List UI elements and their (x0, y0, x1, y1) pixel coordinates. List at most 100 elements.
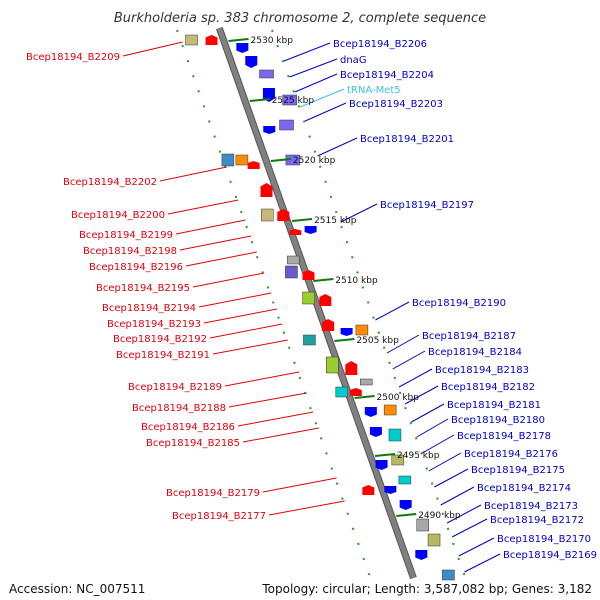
label-leader-line (185, 251, 257, 267)
scale-tick-mark (354, 395, 375, 399)
scale-tick-label: 2515 kbp (314, 216, 357, 226)
forward-gene-label: Bcep18194_B2192 (113, 334, 207, 345)
accession-text: Accession: NC_007511 (9, 582, 146, 596)
dotted-guide-line (271, 29, 466, 576)
forward-gene-arrow (345, 361, 358, 375)
forward-gene-label: Bcep18194_B2200 (71, 210, 165, 221)
reverse-gene-label: Bcep18194_B2201 (360, 134, 454, 145)
label-leader-line (404, 385, 439, 405)
scale-tick-mark (334, 338, 355, 342)
reverse-gene-label: Bcep18194_B2203 (349, 99, 443, 110)
forward-gene-label: Bcep18194_B2196 (89, 262, 183, 273)
reverse-gene-label: Bcep18194_B2204 (340, 70, 434, 81)
gene-block (442, 569, 455, 581)
label-leader-line (198, 292, 272, 308)
reverse-gene-arrow (364, 407, 377, 417)
label-leader-line (416, 418, 449, 438)
forward-gene-arrow (349, 388, 362, 396)
reverse-gene-label: Bcep18194_B2182 (441, 382, 535, 393)
label-leader-line (167, 199, 239, 215)
label-leader-line (428, 452, 462, 472)
label-leader-line (237, 411, 314, 427)
label-leader-line (446, 504, 482, 524)
reverse-gene-label: Bcep18194_B2183 (435, 365, 529, 376)
label-leader-line (340, 203, 378, 223)
scale-tick-label: 2495 kbp (397, 451, 440, 461)
forward-gene-label: Bcep18194_B2198 (83, 246, 177, 257)
label-leader-line (228, 392, 307, 408)
reverse-gene-label: Bcep18194_B2176 (464, 449, 558, 460)
dotted-guides (176, 29, 466, 576)
gene-block (427, 533, 441, 547)
gene-block (388, 428, 402, 442)
reverse-gene-label: Bcep18194_B2170 (497, 534, 591, 545)
forward-gene-arrow (289, 229, 302, 235)
reverse-gene-label: Bcep18194_B2206 (333, 39, 427, 50)
label-leader-line (434, 468, 469, 488)
scale-tick-mark (374, 453, 396, 457)
scale-tick-label: 2510 kbp (335, 276, 378, 286)
label-leader-line (304, 102, 347, 122)
chromosome-backbone (215, 26, 417, 580)
forward-gene-label: Bcep18194_B2199 (79, 230, 173, 241)
label-leader-line (122, 41, 183, 57)
reverse-gene-label: Bcep18194_B2180 (451, 415, 545, 426)
label-leader-line (203, 308, 277, 324)
label-leader-line (411, 403, 445, 423)
forward-gene-arrow (277, 209, 290, 221)
reverse-gene-arrow (236, 43, 249, 53)
reverse-gene-arrow (399, 500, 412, 510)
label-leader-line (458, 537, 495, 557)
scale-tick-mark (313, 278, 334, 282)
reverse-gene-arrow (263, 126, 276, 134)
label-leader-line (192, 272, 265, 288)
reverse-gene-arrow (415, 550, 428, 560)
gene-block (261, 208, 274, 222)
label-leader-line (242, 427, 319, 443)
topology-text: Topology: circular; Length: 3,587,082 bp… (262, 582, 592, 596)
reverse-gene-label: Bcep18194_B2197 (380, 200, 474, 211)
forward-gene-label: Bcep18194_B2186 (141, 422, 235, 433)
forward-gene-label: Bcep18194_B2179 (166, 488, 260, 499)
label-leader-line (386, 334, 420, 354)
dotted-guide-line (176, 29, 371, 576)
gene-block (221, 153, 235, 167)
gene-block (185, 34, 198, 46)
scale-tick-mark (249, 98, 270, 102)
label-leader-line (179, 235, 252, 251)
forward-gene-label: Bcep18194_B2195 (96, 283, 190, 294)
reverse-gene-label: dnaG (340, 55, 367, 66)
label-leader-line (464, 553, 501, 573)
label-leader-line (300, 88, 345, 108)
gene-block (285, 265, 298, 279)
reverse-gene-label: Bcep18194_B2178 (457, 431, 551, 442)
label-leader-line (398, 368, 433, 388)
label-leader-line (262, 477, 337, 493)
forward-gene-arrow (302, 270, 315, 280)
scale-tick-mark (396, 513, 417, 517)
scale-tick-label: 2500 kbp (377, 393, 420, 403)
reverse-gene-label: Bcep18194_B2181 (447, 400, 541, 411)
gene-block (282, 94, 297, 106)
map-title: Burkholderia sp. 383 chromosome 2, compl… (114, 11, 486, 26)
gene-block (259, 69, 274, 79)
gene-block (383, 404, 397, 416)
label-leader-line (175, 219, 246, 235)
forward-gene-arrow (322, 319, 335, 331)
label-leader-line (159, 166, 227, 182)
label-leader-line (392, 350, 426, 370)
reverse-gene-label: Bcep18194_B2190 (412, 298, 506, 309)
label-leader-line (283, 42, 331, 62)
gene-block (416, 518, 429, 532)
scale-tick-label: 2520 kbp (293, 156, 336, 166)
gene-block (303, 334, 316, 346)
label-leader-line (289, 58, 338, 78)
reverse-gene-label: Bcep18194_B2175 (471, 465, 565, 476)
forward-gene-label: Bcep18194_B2185 (146, 438, 240, 449)
reverse-gene-label: Bcep18194_B2169 (503, 550, 597, 561)
label-leader-line (451, 518, 488, 538)
reverse-gene-arrow (340, 328, 353, 336)
label-leader-line (422, 434, 455, 454)
label-leader-line (224, 371, 300, 387)
